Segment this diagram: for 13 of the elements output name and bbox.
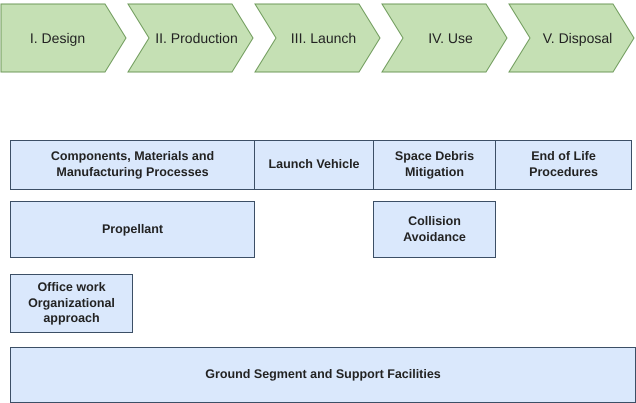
category-box: Ground Segment and Support Facilities [10, 347, 636, 403]
phase-step: II. Production [127, 3, 254, 73]
category-box: Launch Vehicle [254, 140, 374, 190]
category-box: Space Debris Mitigation [373, 140, 496, 190]
phase-step: III. Launch [254, 3, 381, 73]
phase-step: IV. Use [381, 3, 508, 73]
category-box: Components, Materials and Manufacturing Processes [10, 140, 255, 190]
category-box: Propellant [10, 201, 255, 258]
category-box: Office work Organizational approach [10, 274, 133, 333]
category-box: Collision Avoidance [373, 201, 496, 258]
phase-step: V. Disposal [508, 3, 635, 73]
category-box: End of Life Procedures [495, 140, 632, 190]
phase-step: I. Design [0, 3, 127, 73]
